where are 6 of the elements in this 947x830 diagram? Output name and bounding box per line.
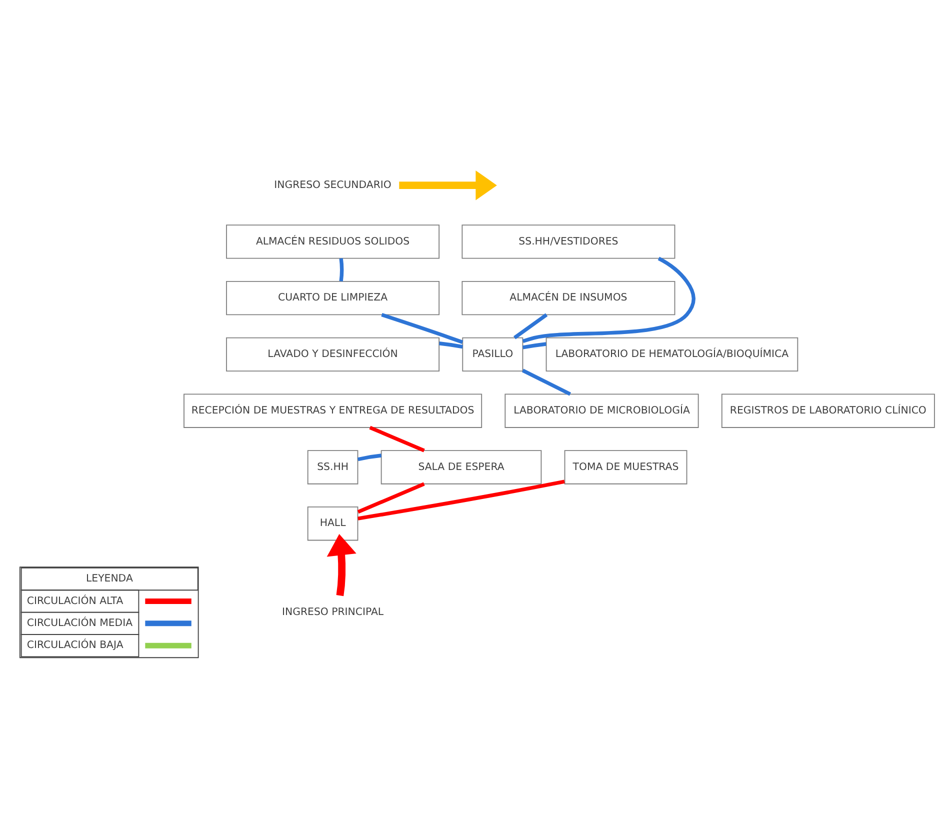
legend-label: CIRCULACIÓN BAJA [26,640,124,652]
node-text: INGRESO PRINCIPAL [282,606,384,618]
label: LEYENDA [86,574,133,585]
legend-label: CIRCULACIÓN MEDIA [26,618,133,629]
legend-label: CIRCULACIÓN ALTA [26,596,124,607]
node-text: INGRESO SECUNDARIO [274,180,392,191]
